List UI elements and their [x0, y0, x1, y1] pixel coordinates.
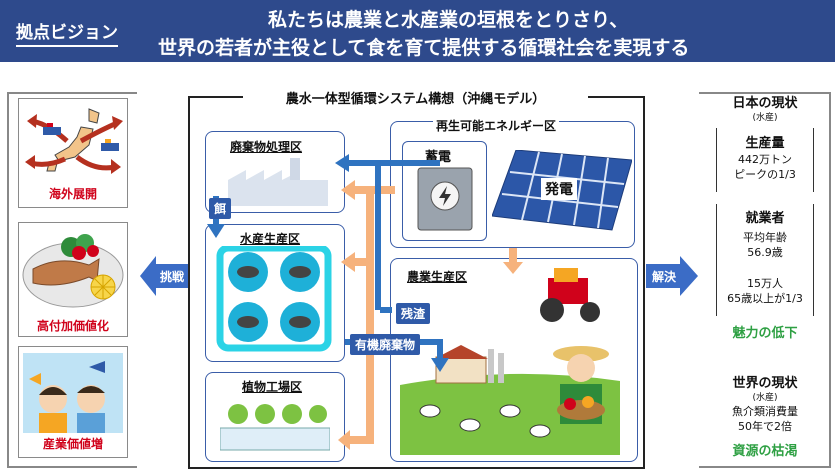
japan-status-title: 日本の現状: [732, 96, 798, 111]
challenge-arrow: 挑戦: [140, 256, 188, 296]
right-arrow-icon: [646, 256, 698, 296]
panel-industry: 産業価値増: [18, 346, 128, 458]
battery-icon: [417, 167, 473, 231]
organic-waste-tag: 有機廃棄物: [350, 334, 421, 355]
production-line2: ピークの1/3: [734, 168, 796, 181]
employment-title: 就業者: [745, 211, 785, 226]
challenge-label: 挑戦: [159, 270, 184, 284]
employment-line3: 15万人: [747, 277, 783, 290]
employment-box: [716, 204, 814, 316]
zone-agri-label: 農業生産区: [407, 270, 468, 284]
header-banner: 拠点ビジョン 私たちは農業と水産業の垣根をとりさり、 世界の若者が主役として食を…: [0, 0, 835, 62]
panel-value-add-label: 高付加価値化: [36, 319, 109, 333]
panel-industry-label: 産業価値増: [42, 437, 103, 451]
zone-renewable-label: 再生可能エネルギー区: [433, 117, 560, 134]
world-status-title: 世界の現状: [732, 376, 798, 391]
feed-tag: 餌: [209, 198, 232, 219]
zone-waste-label: 廃棄物処理区: [230, 140, 303, 154]
world-result: 資源の枯渇: [732, 444, 798, 459]
japan-status-sub: (水産): [752, 113, 778, 123]
hydroponics-icon: [220, 404, 330, 451]
fish-tanks-icon: [216, 246, 332, 352]
employment-line2: 56.9歳: [747, 246, 783, 259]
employment-line1: 平均年齢: [743, 231, 787, 244]
farmer-icon: [553, 346, 609, 424]
fish-dish-icon: [22, 234, 124, 308]
world-status-sub: (水産): [752, 393, 778, 403]
panel-overseas-label: 海外展開: [48, 187, 97, 201]
header-title: 拠点ビジョン: [16, 18, 118, 47]
right-bracket: [699, 92, 831, 468]
solution-arrow: 解決: [646, 256, 698, 296]
system-title: 農水一体型循環システム構想（沖縄モデル）: [243, 88, 588, 107]
world-line2: 50年で2倍: [738, 420, 792, 433]
production-box: [716, 128, 814, 192]
japan-result: 魅力の低下: [732, 326, 798, 341]
production-line1: 442万トン: [738, 153, 792, 166]
aquarium-people-icon: [23, 353, 123, 433]
left-arrow-icon: [140, 256, 188, 296]
tractor-icon: [540, 268, 600, 322]
header-line1: 私たちは農業と水産業の垣根をとりさり、: [268, 9, 629, 31]
production-title: 生産量: [745, 136, 785, 151]
header-line2: 世界の若者が主役として食を育て提供する循環社会を実現する: [158, 37, 690, 59]
residue-tag: 残渣: [396, 303, 431, 324]
employment-line4: 65歳以上が1/3: [727, 292, 803, 305]
zone-aqua-label: 水産生産区: [240, 232, 301, 246]
world-line1: 魚介類消費量: [732, 405, 798, 418]
left-bracket: [7, 92, 137, 468]
zone-plant-label: 植物工場区: [242, 380, 303, 394]
panel-value-add: 高付加価値化: [18, 222, 128, 337]
factory-icon: [228, 158, 328, 206]
japan-map-icon: [25, 108, 123, 174]
storage-label: 蓄電: [425, 150, 452, 165]
solution-label: 解決: [651, 270, 676, 284]
panel-overseas: 海外展開: [18, 98, 128, 208]
generation-label: 発電: [541, 178, 577, 200]
